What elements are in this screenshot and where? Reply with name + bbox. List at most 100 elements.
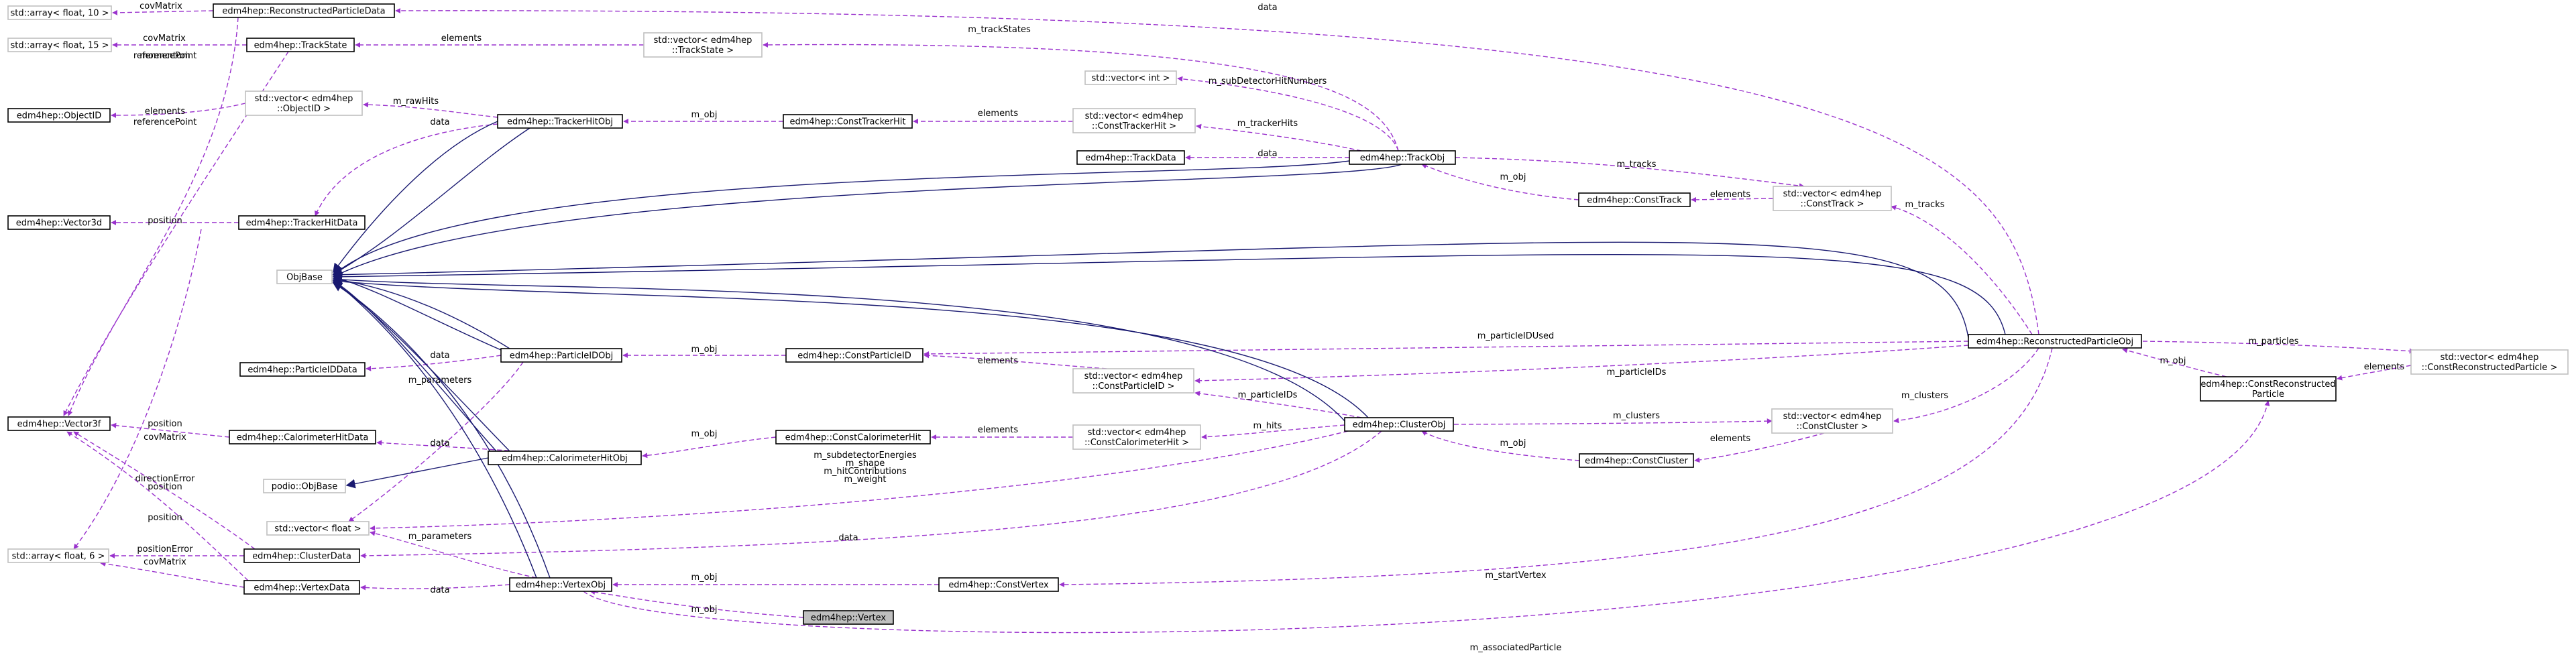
edge-label: data (838, 533, 858, 543)
edge-line (100, 561, 245, 588)
node-clusterobj[interactable]: edm4hep::ClusterObj (1344, 417, 1454, 432)
edge-label: elements (978, 356, 1019, 366)
node-trackdata[interactable]: edm4hep::TrackData (1076, 150, 1185, 165)
edge-e-constcalohit-obj: m_obj (642, 429, 777, 459)
edge-e-recoobj-pids: m_particleIDs (1194, 345, 1969, 383)
node-vertexdata[interactable]: edm4hep::VertexData (243, 580, 360, 595)
node-box (643, 32, 763, 58)
edge-i-trackerhitobj-2 (332, 127, 530, 275)
edge-label: m_startVertex (1485, 571, 1547, 581)
node-constvertex[interactable]: edm4hep::ConstVertex (938, 577, 1059, 592)
edge-line (332, 275, 1345, 422)
edge-label: m_trackStates (968, 25, 1031, 35)
node-pid-data[interactable]: edm4hep::ParticleIDData (239, 362, 366, 377)
node-reco-data[interactable]: edm4hep::ReconstructedParticleData (213, 3, 395, 18)
edge-label: m_subDetectorHitNumbers (1209, 76, 1327, 86)
node-box (7, 215, 111, 230)
node-arr15[interactable]: std::array< float, 15 > (7, 38, 112, 52)
node-label: edm4hep::Vector3f (17, 420, 101, 430)
node-clusterdata[interactable]: edm4hep::ClusterData (243, 548, 360, 563)
node-arr10[interactable]: std::array< float, 10 > (7, 5, 112, 20)
node-label: edm4hep::TrackerHitObj (507, 117, 613, 127)
node-trackobj[interactable]: edm4hep::TrackObj (1349, 150, 1456, 165)
edge-e-trackerhitdata-covmatrix: covMatrix (73, 229, 202, 550)
edge-line (363, 102, 498, 118)
node-vec-objectid[interactable]: std::vector< edm4hep::ObjectID > (245, 91, 363, 116)
node-arr6[interactable]: std::array< float, 6 > (7, 548, 109, 563)
node-objectid[interactable]: edm4hep::ObjectID (7, 108, 111, 123)
edge-line (1177, 76, 1399, 152)
node-box (243, 580, 360, 595)
edge-e-vertex-obj: m_obj (590, 589, 804, 618)
node-box (276, 270, 333, 284)
node-vec-constpid[interactable]: std::vector< edm4hep::ConstParticleID > (1072, 368, 1194, 394)
edge-i-vertexobj-2 (332, 282, 551, 579)
edge-e-constreco-obj: m_obj (2122, 347, 2227, 377)
edge-e-consttrackerhit-obj: m_obj (623, 110, 783, 124)
node-vec-constcluster[interactable]: std::vector< edm4hep::ConstCluster > (1771, 408, 1893, 434)
edge-label: elements (2364, 362, 2405, 372)
edge-line (345, 457, 489, 489)
edge-line (333, 121, 498, 274)
node-pid-obj[interactable]: edm4hep::ParticleIDObj (500, 348, 622, 363)
node-vector3f[interactable]: edm4hep::Vector3f (7, 416, 111, 431)
edge-line (63, 51, 289, 416)
node-consttrack[interactable]: edm4hep::ConstTrack (1578, 192, 1691, 207)
edge-label: covMatrix (144, 432, 186, 442)
edge-label: position (148, 419, 182, 429)
node-vector3d[interactable]: edm4hep::Vector3d (7, 215, 111, 230)
edge-e-trackerhitobj-rawhits: m_rawHits (363, 97, 498, 118)
node-vertex[interactable]: edm4hep::Vertex (803, 610, 894, 625)
edge-e-reco-data-refpoint: referencePoint (67, 17, 239, 416)
edge-label: position (148, 513, 182, 523)
edge-e-clusterobj-data: data (360, 430, 1382, 558)
node-box (1084, 70, 1177, 85)
node-label: std::vector< float > (274, 524, 361, 534)
node-constpid[interactable]: edm4hep::ConstParticleID (785, 348, 923, 363)
node-constreco[interactable]: edm4hep::ConstReconstructedParticle (2200, 376, 2337, 402)
node-label: ::ConstParticleID > (1093, 381, 1175, 392)
edge-e-clusterdata-poserr: positionError (109, 544, 244, 558)
edge-line (923, 353, 1107, 369)
edge-label: m_clusters (1901, 391, 1948, 401)
edge-line (332, 275, 510, 349)
edge-line (1059, 347, 2053, 587)
edge-line (1421, 164, 1579, 200)
edge-line (366, 355, 502, 371)
edge-line (1201, 424, 1345, 440)
edge-label: m_particleIDs (1238, 390, 1298, 400)
node-objbase[interactable]: ObjBase (276, 270, 333, 284)
node-recoobj[interactable]: edm4hep::ReconstructedParticleObj (1968, 334, 2142, 349)
node-box (229, 430, 376, 444)
node-box (1578, 192, 1691, 207)
edge-line (370, 530, 537, 579)
node-trackstate[interactable]: edm4hep::TrackState (246, 38, 355, 52)
node-constcalohit[interactable]: edm4hep::ConstCalorimeterHit (775, 430, 931, 444)
edge-e-vec-constcluster-elements: elements (1694, 432, 1825, 463)
node-vec-float[interactable]: std::vector< float > (266, 521, 370, 536)
node-vertexobj[interactable]: edm4hep::VertexObj (509, 577, 612, 592)
node-consttrackerhit[interactable]: edm4hep::ConstTrackerHit (783, 114, 913, 129)
edge-e-trackobj-subdet: m_subDetectorHitNumbers (1177, 76, 1399, 152)
edge-e-constvertex-obj: m_obj (612, 573, 939, 587)
edge-label: m_obj (2160, 356, 2186, 366)
node-vec-constcalohit[interactable]: std::vector< edm4hep::ConstCalorimeterHi… (1072, 424, 1201, 450)
edge-line (332, 280, 497, 452)
edge-label: elements (145, 107, 186, 117)
node-trackerhitdata[interactable]: edm4hep::TrackerHitData (238, 215, 366, 230)
node-vec-trackstate[interactable]: std::vector< edm4hep::TrackState > (643, 32, 763, 58)
node-podio-objbase[interactable]: podio::ObjBase (263, 479, 346, 493)
node-calohitdata[interactable]: edm4hep::CalorimeterHitData (229, 430, 376, 444)
node-vec-constreco[interactable]: std::vector< edm4hep::ConstReconstructed… (2410, 349, 2569, 375)
node-constcluster[interactable]: edm4hep::ConstCluster (1579, 453, 1694, 468)
edge-label: m_obj (691, 573, 718, 583)
edge-e-trackstate-covmatrix: covMatrix (112, 34, 247, 48)
node-vec-consttrackerhit[interactable]: std::vector< edm4hep::ConstTrackerHit > (1072, 108, 1196, 133)
node-label: edm4hep::ConstParticleID (797, 351, 911, 361)
node-calohitobj[interactable]: edm4hep::CalorimeterHitObj (488, 451, 642, 465)
edge-e-recoobj-clusters: m_clusters (1893, 347, 2039, 424)
node-vec-consttrack[interactable]: std::vector< edm4hep::ConstTrack > (1773, 186, 1892, 211)
node-vec-int[interactable]: std::vector< int > (1084, 70, 1177, 85)
node-trackerhitobj[interactable]: edm4hep::TrackerHitObj (497, 114, 623, 129)
edge-line (1194, 345, 1969, 383)
